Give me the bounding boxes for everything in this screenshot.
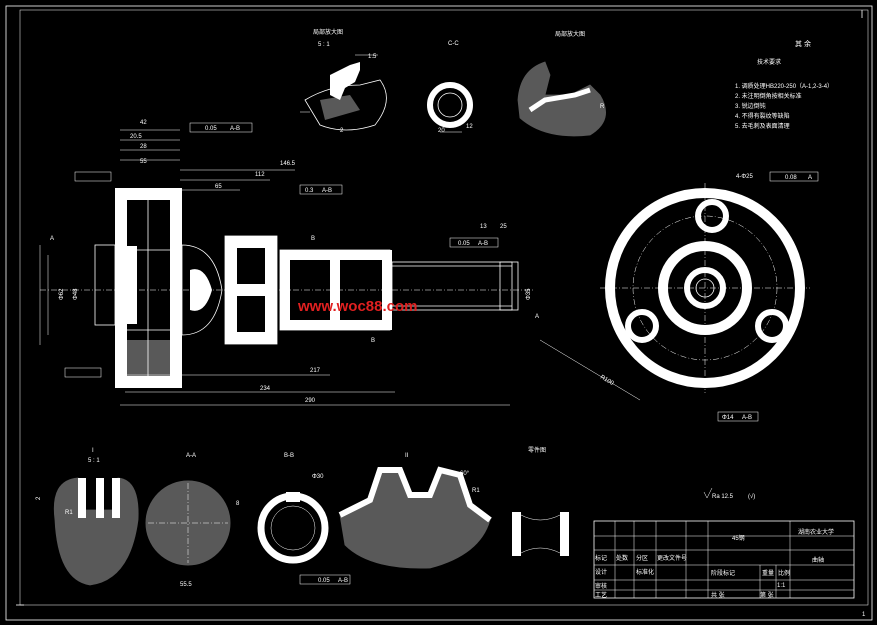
title-label-zone: 分区 [636,554,648,562]
dim-112: 112 [255,172,265,178]
section-aa-title: A-A [186,453,196,459]
section-cc-dim-1: 20 [438,128,445,134]
tech-item-3: 3. 锐边倒钝 [735,102,766,110]
small-part-view: 零件图 [512,446,569,556]
roughness-note: Ra 12.5 (√) [703,487,755,500]
title-sheet-number: 第 张 [760,591,774,599]
tech-subtitle: 技术要求 [757,58,781,66]
title-sheet-total: 共 张 [711,591,725,599]
dim-42: 42 [140,120,147,126]
dim-13: 13 [480,224,487,230]
section-bb-dim-1: Φ30 [312,474,324,480]
end-view-ref: A [808,175,812,181]
detail-two-b-dim-2: R1 [472,488,480,494]
tol-mid-2: A-B [322,188,332,194]
note-a-right: A [535,314,539,320]
watermark-text: www.woc88.com [297,298,417,315]
title-label-mark: 标记 [595,554,607,562]
detail-roman-one: I 5 : 1 R1 2 [36,448,139,586]
title-drawing-name: 曲轴 [812,556,824,564]
detail-one-title: 局部放大图 [313,28,343,36]
dim-dia-35: Φ35 [526,288,532,300]
dim-217: 217 [310,368,321,374]
title-label-scale: 比例 [778,569,790,577]
title-label-weight: 重量 [762,569,774,577]
title-label-count: 处数 [616,554,628,562]
dim-290: 290 [305,398,316,404]
end-view-bottom-ref: A-B [742,415,752,421]
detail-two-b-dim-1: 60° [460,471,470,477]
detail-two-dim: R [600,104,605,110]
section-cc-dim-2: 12 [466,124,473,130]
title-school: 湖南农业大学 [798,528,834,536]
detail-two-b-title: II [405,453,409,459]
title-label-review: 审核 [595,582,607,590]
end-view: 4-Φ25 0.08 A R100 Φ14 A-B [539,171,819,422]
section-bb-dim-3: A-B [338,578,348,584]
dim-65: 65 [215,184,222,190]
corner-mark: 1 [862,612,866,618]
tol-top-1: 0.05 [205,126,217,132]
title-label-standard: 标准化 [636,568,654,576]
end-view-tol: 0.08 [785,175,797,181]
tol-top-2: A-B [230,126,240,132]
tol-mid-1: 0.3 [305,188,314,194]
title-material: 45钢 [732,534,745,542]
drawing-frame [5,5,873,621]
note-b-bottom: B [371,338,375,344]
tech-item-4: 4. 不得有裂纹等缺陷 [735,112,790,120]
section-bb: B-B Φ30 0.05 A-B [257,453,351,585]
detail-one-scale: 5 : 1 [318,42,330,48]
detail-roman-scale: 5 : 1 [88,458,100,464]
detail-roman-dim-1: R1 [65,510,73,516]
dim-25: 25 [500,224,507,230]
small-part-title: 零件图 [528,446,546,454]
tech-item-1: 1. 调质处理HB220-250（A-1,2-3-4） [735,82,833,90]
tol-right-2: A-B [478,241,488,247]
section-aa-dim-1: 55.5 [180,582,192,588]
detail-two-title: 局部放大图 [555,30,585,38]
title-label-design: 设计 [595,568,607,576]
title-label-process: 工艺 [595,591,607,599]
dim-dia-62: Φ62 [59,288,65,300]
detail-one-dim-2: 0.5 [335,88,344,94]
section-bb-dim-2: 0.05 [318,578,330,584]
title-block: 45钢 湖南农业大学 曲轴 标记 处数 分区 更改文件号 设计 标准化 审核 工… [593,520,855,599]
title-label-stage: 阶段标记 [711,569,735,577]
detail-view-two: 局部放大图 R [517,30,607,137]
dim-28: 28 [140,144,147,150]
dim-20-5: 20.5 [130,134,142,140]
roughness-mark: (√) [748,493,755,500]
tol-right-1: 0.05 [458,241,470,247]
tech-item-2: 2. 未注明倒角按相关标准 [735,92,802,100]
tech-item-5: 5. 去毛刺及表面清理 [735,122,790,130]
section-bb-title: B-B [284,453,294,459]
dim-234: 234 [260,386,271,392]
detail-roman-two: II 60° R1 [338,453,492,569]
detail-roman-title: I [92,448,94,454]
detail-view-one: 局部放大图 5 : 1 1.5 0.5 2 [300,28,387,134]
main-shaft-view: 42 20.5 28 55 65 112 146.5 0.05 A-B 0.3 … [39,120,539,406]
tech-requirements: 其 余 技术要求 1. 调质处理HB220-250（A-1,2-3-4） 2. … [735,39,833,130]
note-b-top: B [311,236,315,242]
section-aa: A-A 55.5 8 [145,453,240,588]
section-aa-dim-2: 8 [236,501,240,507]
title-scale-value: 1:1 [777,583,786,589]
section-cc-title: C-C [448,41,459,47]
section-cc: C-C 20 12 [427,41,473,134]
detail-one-dim-1: 1.5 [368,54,377,60]
roughness-value: Ra 12.5 [712,494,734,500]
dim-55: 55 [140,159,147,165]
end-view-top-dim: 4-Φ25 [736,174,753,180]
end-view-bottom-dim: Φ14 [722,415,734,421]
detail-one-dim-3: 2 [340,128,344,134]
dim-146-5: 146.5 [280,161,296,167]
detail-roman-dim-2: 2 [36,496,42,500]
title-label-change: 更改文件号 [657,554,687,562]
tech-heading: 其 余 [795,39,811,48]
note-a-left: A [50,236,54,242]
dim-dia-48: Φ48 [73,288,79,300]
